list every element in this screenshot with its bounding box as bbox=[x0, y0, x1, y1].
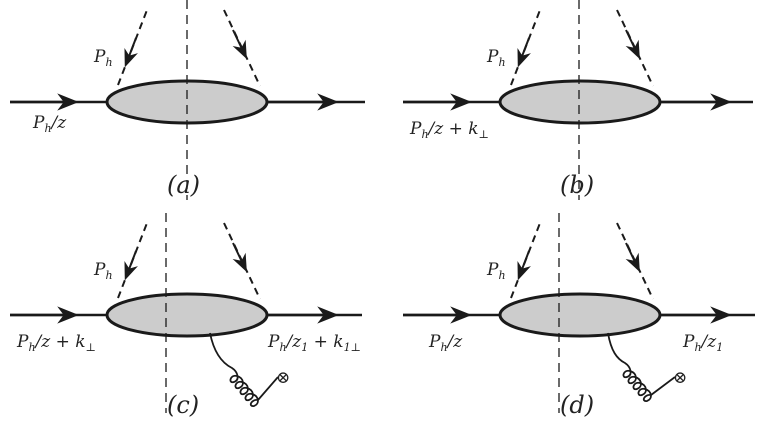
incoming-momentum-label: Ph/z + k⊥ bbox=[409, 119, 489, 141]
panel-caption: (d) bbox=[560, 391, 594, 419]
gluon-line: ⊗ bbox=[607, 332, 687, 402]
hadron-label: Ph bbox=[93, 260, 113, 282]
panel-caption: (a) bbox=[167, 171, 200, 199]
incoming-momentum-label: Ph/z bbox=[32, 113, 67, 135]
hadron-arrow-right bbox=[232, 29, 247, 60]
hadron-arrow-left bbox=[124, 250, 138, 281]
fragmentation-blob bbox=[105, 79, 269, 125]
hadron-label: Ph bbox=[486, 260, 506, 282]
outgoing-momentum-label: Ph/z1 + k1⊥ bbox=[267, 332, 361, 354]
gluon-curl bbox=[209, 332, 279, 407]
panel-a: Ph Ph/z (a) bbox=[10, 0, 365, 200]
hadron-arrow-right bbox=[232, 242, 247, 273]
hadron-label: Ph bbox=[486, 47, 506, 69]
fragmentation-blob bbox=[498, 292, 662, 338]
incoming-momentum-label: Ph/z bbox=[428, 332, 463, 354]
panel-caption: (b) bbox=[560, 171, 594, 199]
hadron-arrow-left bbox=[124, 37, 138, 68]
incoming-momentum-label: Ph/z + k⊥ bbox=[16, 332, 96, 354]
hadron-label: Ph bbox=[93, 47, 113, 69]
panel-d: ⊗ Ph Ph/z Ph/z1 (d) bbox=[403, 213, 755, 419]
gluon-vertex-icon: ⊗ bbox=[276, 368, 290, 388]
gluon-line: ⊗ bbox=[209, 332, 290, 407]
gluon-curl bbox=[607, 332, 676, 402]
fragmentation-blob bbox=[498, 79, 662, 125]
panel-c: ⊗ Ph Ph/z + k⊥ Ph/z1 + k1⊥ (c) bbox=[10, 213, 362, 419]
panel-b: Ph Ph/z + k⊥ (b) bbox=[403, 0, 753, 200]
panel-caption: (c) bbox=[167, 391, 199, 419]
outgoing-momentum-label: Ph/z1 bbox=[682, 332, 723, 354]
fragmentation-blob bbox=[105, 292, 269, 338]
hadron-arrow-right bbox=[625, 242, 640, 273]
hadron-arrow-right bbox=[625, 29, 640, 60]
hadron-arrow-left bbox=[517, 37, 531, 68]
gluon-vertex-icon: ⊗ bbox=[673, 368, 687, 388]
hadron-arrow-left bbox=[517, 250, 531, 281]
